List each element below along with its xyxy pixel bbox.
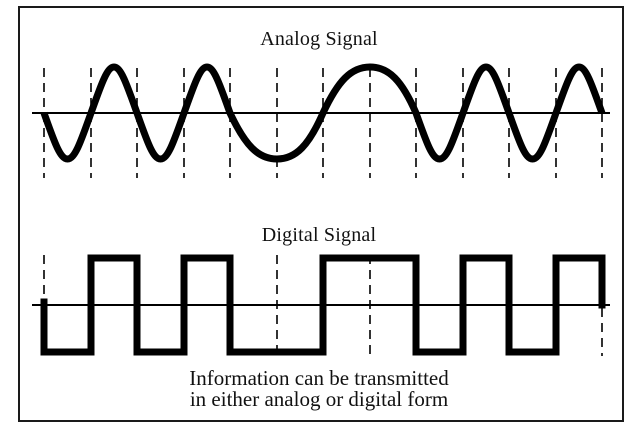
figure-frame <box>18 6 624 422</box>
digital-signal-title: Digital Signal <box>261 224 377 246</box>
digital-waveform <box>40 254 606 356</box>
analog-signal-title: Analog Signal <box>260 28 378 50</box>
digital-panel <box>32 254 610 356</box>
caption-line-2: in either analog or digital form <box>189 387 449 411</box>
caption-line-1: Information can be transmitted <box>189 366 449 390</box>
analog-waveform <box>40 63 606 163</box>
figure-caption: Information can be transmitted in either… <box>0 368 638 410</box>
analog-panel <box>32 63 610 178</box>
